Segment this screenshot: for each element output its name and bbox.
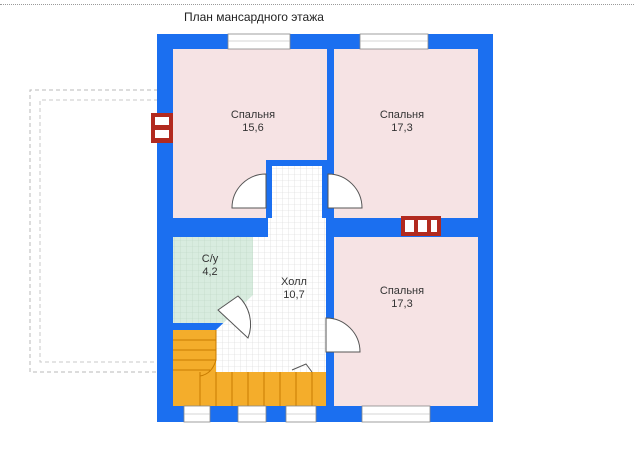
plan-title: План мансардного этажа (184, 10, 324, 24)
top-border-line (0, 4, 634, 5)
room-label-bedroom-1: Спальня (231, 109, 275, 121)
room-label-hall: Холл (281, 276, 307, 288)
staircase-lower (173, 372, 326, 406)
room-area-bedroom-3: 17,3 (391, 298, 412, 310)
room-area-bathroom: 4,2 (202, 266, 217, 278)
room-label-bedroom-3: Спальня (380, 285, 424, 297)
chimney-left (151, 113, 173, 143)
terrace-outline-inner (39, 99, 158, 363)
room-label-bathroom: С/у (202, 253, 219, 265)
room-area-bedroom-2: 17,3 (391, 122, 412, 134)
room-bedroom-2 (334, 49, 478, 218)
terrace-outline (29, 89, 158, 373)
chimney-right (401, 216, 441, 236)
room-area-hall: 10,7 (283, 289, 304, 301)
room-area-bedroom-1: 15,6 (242, 122, 263, 134)
room-bedroom-3 (334, 237, 478, 406)
room-hall (216, 165, 326, 406)
room-label-bedroom-2: Спальня (380, 109, 424, 121)
doors (217, 173, 363, 353)
stair-steps (173, 330, 313, 406)
